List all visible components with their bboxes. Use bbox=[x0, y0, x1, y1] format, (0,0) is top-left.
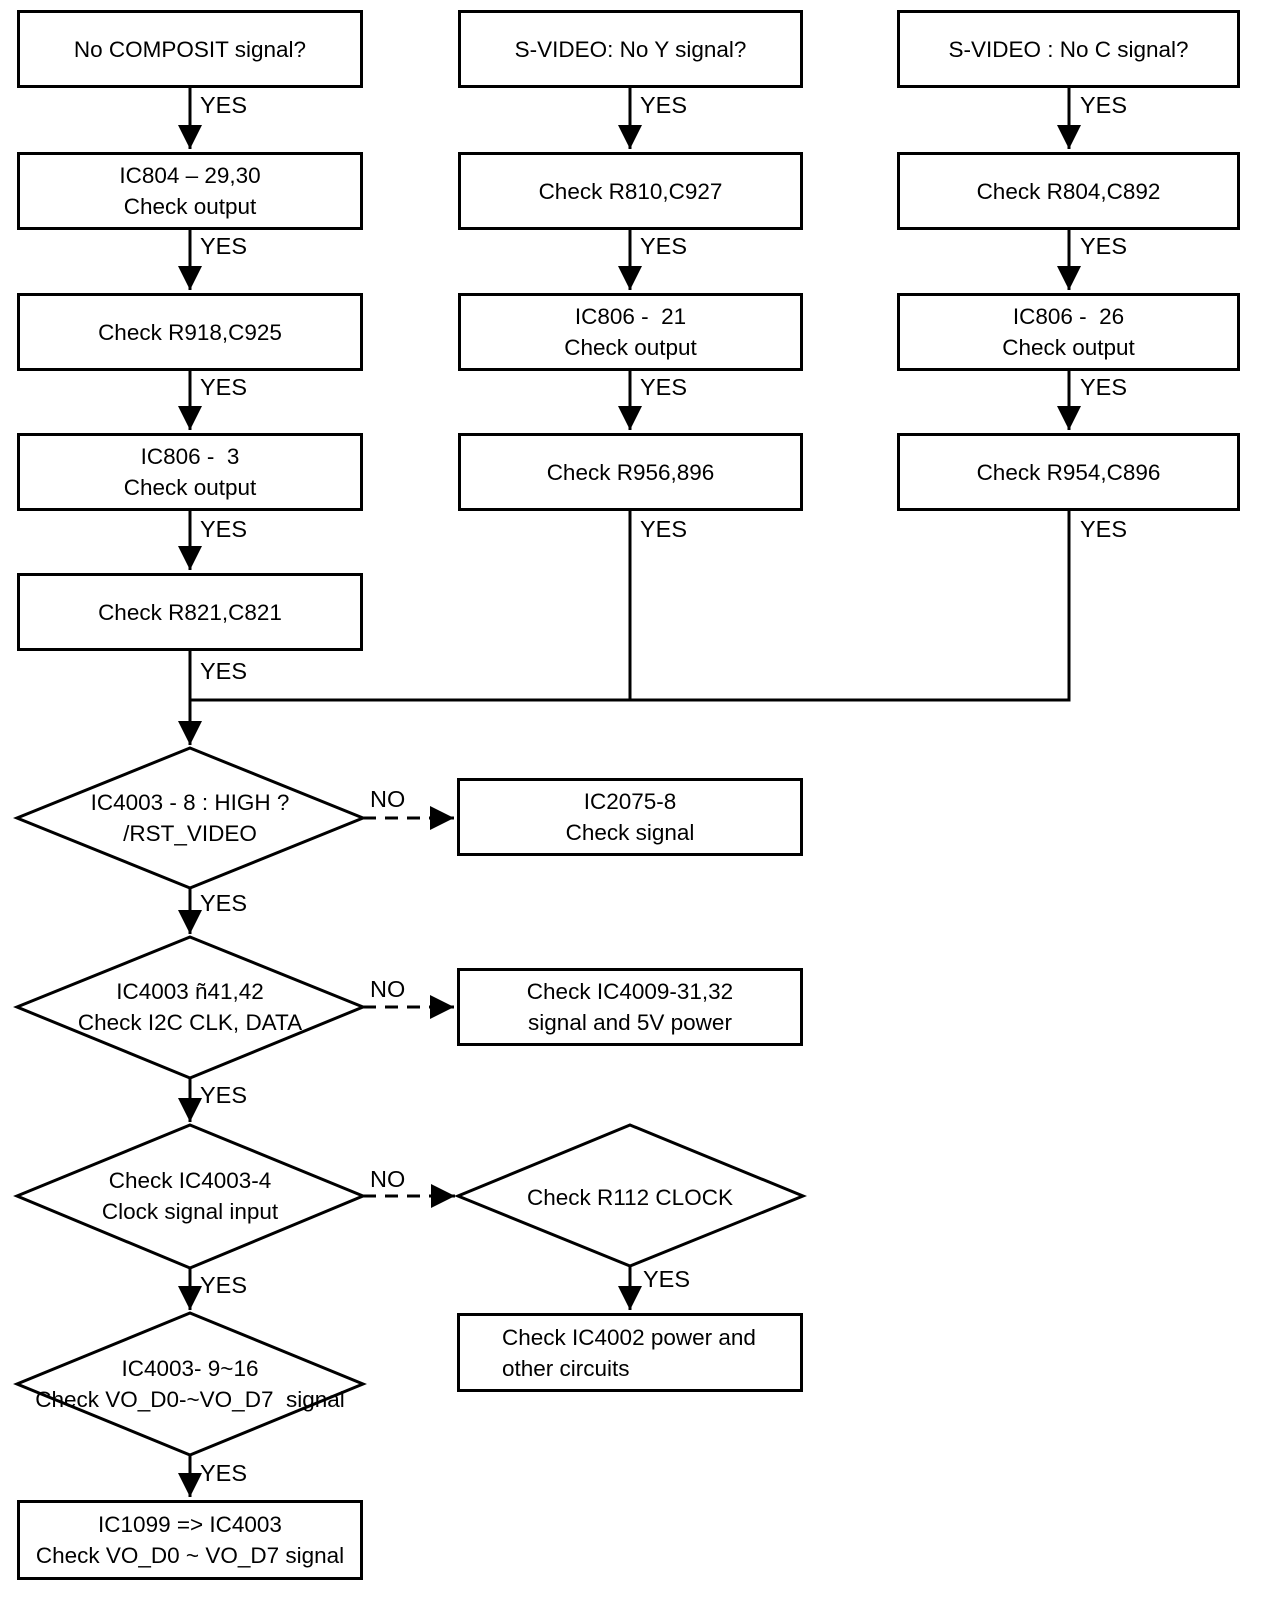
node-ic806-21-check-output: IC806 - 21 Check output bbox=[458, 293, 803, 371]
no-label-diamond2: NO bbox=[370, 976, 406, 1002]
node-check-ic4002: Check IC4002 power and other circuits bbox=[457, 1313, 803, 1392]
node-no-composit-signal: No COMPOSIT signal? bbox=[17, 10, 363, 88]
diamond-i2c bbox=[13, 935, 367, 1080]
yes-label-col3-4: YES bbox=[1080, 516, 1128, 542]
node-check-r821-c821: Check R821,C821 bbox=[17, 573, 363, 651]
yes-label-col2-3: YES bbox=[640, 374, 688, 400]
yes-label-col2-1: YES bbox=[640, 92, 688, 118]
yes-label-diamond1: YES bbox=[200, 890, 248, 916]
node-ic1099-final: IC1099 => IC4003 Check VO_D0 ~ VO_D7 sig… bbox=[17, 1500, 363, 1580]
yes-label-diamond3: YES bbox=[200, 1272, 248, 1298]
node-check-r956-896: Check R956,896 bbox=[458, 433, 803, 511]
yes-label-col1-2: YES bbox=[200, 233, 248, 259]
node-svideo-no-c: S-VIDEO : No C signal? bbox=[897, 10, 1240, 88]
yes-label-col3-2: YES bbox=[1080, 233, 1128, 259]
yes-label-col1-3: YES bbox=[200, 374, 248, 400]
no-label-diamond1: NO bbox=[370, 786, 406, 812]
yes-label-col1-5: YES bbox=[200, 658, 248, 684]
yes-label-col1-4: YES bbox=[200, 516, 248, 542]
node-check-r918-c925: Check R918,C925 bbox=[17, 293, 363, 371]
yes-label-col2-2: YES bbox=[640, 233, 688, 259]
yes-label-col2-4: YES bbox=[640, 516, 688, 542]
node-ic806-3-check-output: IC806 - 3 Check output bbox=[17, 433, 363, 511]
node-ic806-26-check-output: IC806 - 26 Check output bbox=[897, 293, 1240, 371]
yes-label-r112: YES bbox=[643, 1266, 691, 1292]
node-check-r810-c927: Check R810,C927 bbox=[458, 152, 803, 230]
node-ic2075-check-signal: IC2075-8 Check signal bbox=[457, 778, 803, 856]
node-ic804-check-output: IC804 – 29,30 Check output bbox=[17, 152, 363, 230]
node-check-ic4009: Check IC4009-31,32 signal and 5V power bbox=[457, 968, 803, 1046]
yes-label-col3-1: YES bbox=[1080, 92, 1128, 118]
diamond-rst-video-label: IC4003 - 8 : HIGH ? /RST_VIDEO bbox=[90, 790, 290, 846]
yes-label-diamond2: YES bbox=[200, 1082, 248, 1108]
no-label-diamond3: NO bbox=[370, 1166, 406, 1192]
diamond-rst-video bbox=[13, 746, 367, 890]
diamond-r112-clock bbox=[454, 1123, 807, 1268]
diamond-r112-clock-label: Check R112 CLOCK bbox=[527, 1185, 733, 1210]
diamond-vo-data-label: IC4003- 9~16 Check VO_D0-~VO_D7 signal bbox=[35, 1356, 345, 1412]
yes-label-col1-1: YES bbox=[200, 92, 248, 118]
diamond-clock-input-label: Check IC4003-4 Clock signal input bbox=[101, 1168, 279, 1224]
yes-label-col3-3: YES bbox=[1080, 374, 1128, 400]
node-check-r804-c892: Check R804,C892 bbox=[897, 152, 1240, 230]
node-svideo-no-y: S-VIDEO: No Y signal? bbox=[458, 10, 803, 88]
diamond-clock-input bbox=[13, 1123, 367, 1270]
diamond-vo-data bbox=[13, 1311, 367, 1457]
node-check-r954-c896: Check R954,C896 bbox=[897, 433, 1240, 511]
diamond-i2c-label: IC4003 ñ41,42 Check I2C CLK, DATA bbox=[77, 979, 303, 1035]
yes-label-diamond4: YES bbox=[200, 1460, 248, 1486]
